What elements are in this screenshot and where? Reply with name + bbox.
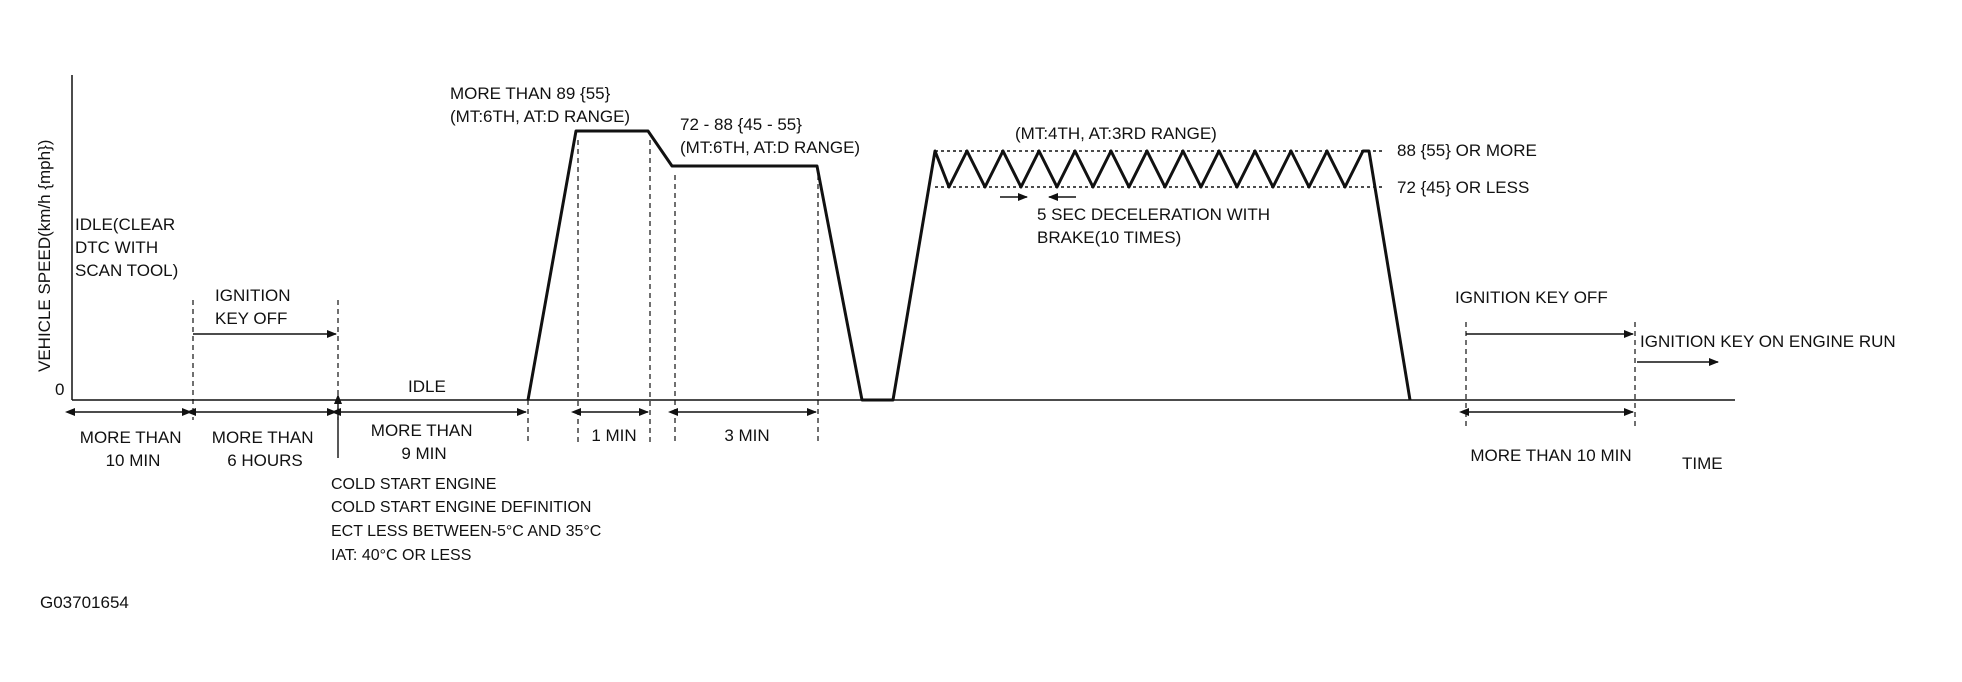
ignition-off-label-2: IGNITION KEY OFF: [1455, 288, 1608, 307]
duration-label-3: MORE THAN 9 MIN: [371, 421, 477, 463]
duration-label-5: 3 MIN: [724, 426, 769, 445]
oscillation-label: (MT:4TH, AT:3RD RANGE): [1015, 124, 1217, 143]
speed-profile-line: [526, 129, 1412, 402]
idle-label: IDLE: [408, 377, 446, 396]
cold-start-notes: COLD START ENGINE COLD START ENGINE DEFI…: [331, 476, 606, 564]
y-axis-label: VEHICLE SPEED(km/h {mph}): [35, 140, 54, 372]
high-speed-label: MORE THAN 89 {55} (MT:6TH, AT:D RANGE): [450, 84, 630, 126]
idle-clear-label: IDLE(CLEAR DTC WITH SCAN TOOL): [75, 215, 180, 280]
deceleration-label: 5 SEC DECELERATION WITH BRAKE(10 TIMES): [1037, 205, 1275, 247]
ignition-off-label-1: IGNITION KEY OFF: [215, 286, 295, 328]
x-axis-label: TIME: [1682, 454, 1723, 473]
duration-label-1: MORE THAN 10 MIN: [80, 428, 186, 470]
upper-speed-label: 88 {55} OR MORE: [1397, 141, 1537, 160]
figure-id: G03701654: [40, 593, 129, 612]
lower-speed-label: 72 {45} OR LESS: [1397, 178, 1529, 197]
mid-speed-label: 72 - 88 {45 - 55} (MT:6TH, AT:D RANGE): [680, 115, 860, 157]
duration-label-6: MORE THAN 10 MIN: [1470, 446, 1631, 465]
y-zero-label: 0: [55, 380, 64, 399]
ignition-on-label: IGNITION KEY ON ENGINE RUN: [1640, 332, 1896, 351]
duration-label-2: MORE THAN 6 HOURS: [212, 428, 318, 470]
duration-label-4: 1 MIN: [591, 426, 636, 445]
